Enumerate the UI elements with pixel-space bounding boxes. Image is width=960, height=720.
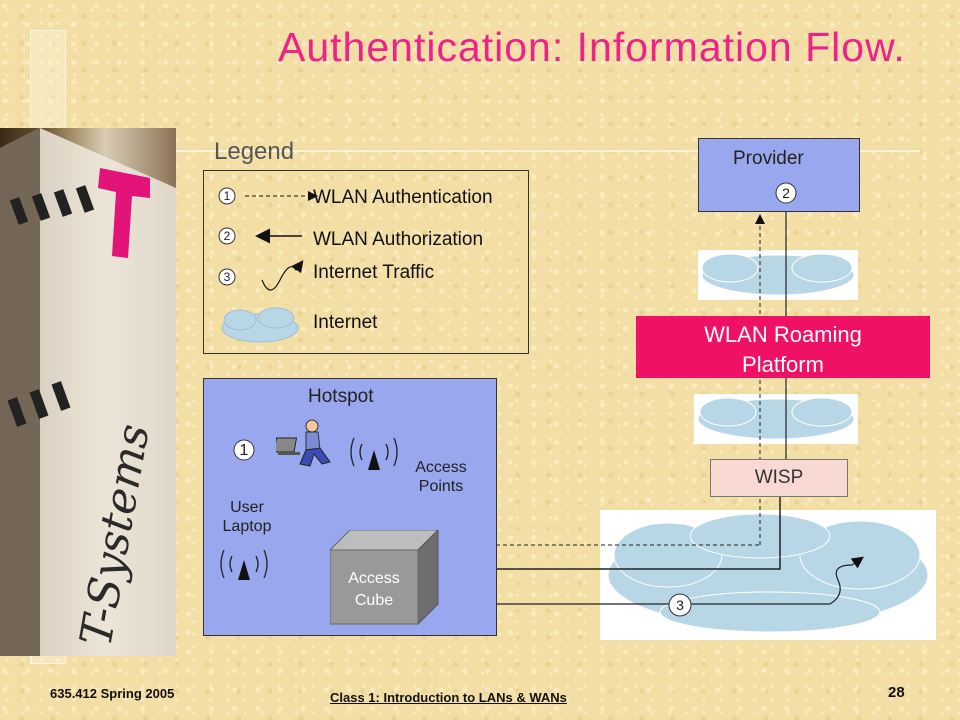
step-3-number: 3: [676, 597, 684, 613]
step-2-badge: [775, 182, 797, 204]
user-laptop-icon: [276, 419, 331, 467]
legend-label-authorization: WLAN Authorization: [313, 229, 484, 250]
legend-box: [203, 170, 529, 354]
cloud-middle-icon: [694, 394, 858, 444]
access-cube-icon: [330, 530, 439, 626]
legend-heading: Legend: [214, 138, 295, 165]
legend-cloud-icon: [221, 307, 299, 343]
step-3-badge: [668, 593, 692, 617]
footer-course: 635.412 Spring 2005: [50, 686, 175, 701]
page-number: 28: [888, 684, 905, 701]
hotspot-label: Hotspot: [308, 386, 374, 407]
step-2-number: 2: [782, 185, 790, 201]
t-systems-building-image: T-Systems: [0, 128, 176, 656]
internet-cloud-icon: [600, 510, 936, 640]
legend-num-2: 2: [223, 229, 231, 243]
legend-label-authentication: WLAN Authentication: [313, 187, 493, 208]
legend-traffic-arrow: [261, 260, 304, 291]
wlan-roaming-platform-label: WLAN Roaming Platform: [704, 322, 862, 377]
provider-label: Provider: [733, 148, 804, 169]
cloud-upper-icon: [698, 250, 858, 300]
traffic-squiggle-arrow: [829, 556, 864, 605]
step-1-number: 1: [239, 442, 249, 459]
footer-class-title: Class 1: Introduction to LANs & WANs: [330, 690, 567, 705]
access-cube-label: Access Cube: [348, 570, 400, 609]
wlan-roaming-platform-box: WLAN Roaming Platform: [636, 316, 930, 378]
wisp-box: WISP: [710, 459, 848, 497]
access-point-antenna-icon: [350, 437, 398, 470]
legend-number-badges: [218, 187, 236, 286]
legend-label-internet: Internet: [313, 312, 378, 333]
user-laptop-label: User Laptop: [222, 499, 272, 535]
user-antenna-icon: [220, 549, 268, 580]
authorization-return-line: [443, 495, 781, 577]
step-1-badge: [233, 439, 255, 461]
legend-num-3: 3: [223, 270, 231, 284]
access-points-label: Access Points: [415, 459, 467, 495]
slide-title: Authentication: Information Flow.: [278, 24, 906, 70]
legend-label-traffic: Internet Traffic: [313, 262, 435, 283]
legend-num-1: 1: [223, 189, 231, 203]
